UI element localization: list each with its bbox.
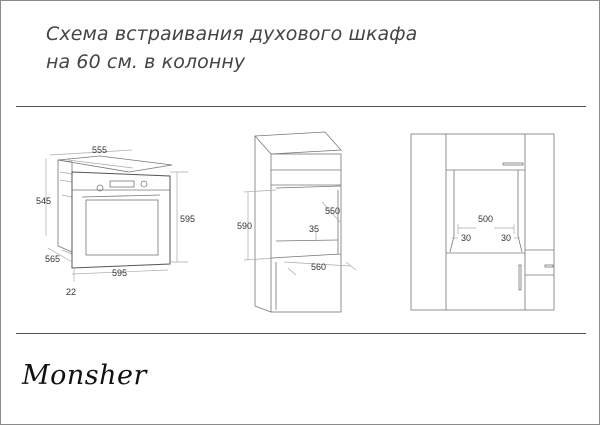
lower-door-handle [518, 264, 522, 291]
column-front-frame [270, 153, 342, 313]
brand-logo: Monsher [22, 360, 147, 391]
dim-ventilation-width: 500 [478, 214, 493, 224]
top-divider [16, 106, 586, 107]
bottom-divider [16, 333, 586, 334]
page-title: Схема встраивания духового шкафа на 60 с… [46, 20, 417, 76]
oven-display [109, 180, 135, 188]
title-line-1: Схема встраивания духового шкафа [46, 23, 418, 45]
dim-niche-depth: 550 [325, 206, 340, 216]
dim-oven-depth: 545 [36, 196, 51, 206]
oven-top-surface [57, 155, 173, 173]
dim-bottom-gap: 35 [309, 224, 319, 234]
dim-oven-side-depth: 565 [45, 254, 60, 264]
upper-door-handle [502, 162, 524, 166]
dim-oven-front-width: 595 [112, 268, 127, 278]
oven-front [71, 171, 171, 269]
title-line-2: на 60 см. в колонну [46, 51, 246, 73]
dim-niche-width: 560 [311, 262, 326, 272]
column-top [254, 131, 342, 155]
drawer-handle [544, 264, 554, 268]
dim-oven-panel-offset: 22 [66, 287, 76, 297]
oven-knob-left [96, 184, 104, 192]
dim-oven-height: 595 [180, 214, 195, 224]
dim-oven-top-width: 555 [92, 145, 107, 155]
column-outline [410, 133, 555, 311]
dim-niche-height: 590 [237, 221, 252, 231]
oven-door-window [85, 199, 159, 256]
dim-left-gap: 30 [461, 233, 471, 243]
dim-right-gap: 30 [501, 233, 511, 243]
oven-knob-right [140, 180, 148, 188]
